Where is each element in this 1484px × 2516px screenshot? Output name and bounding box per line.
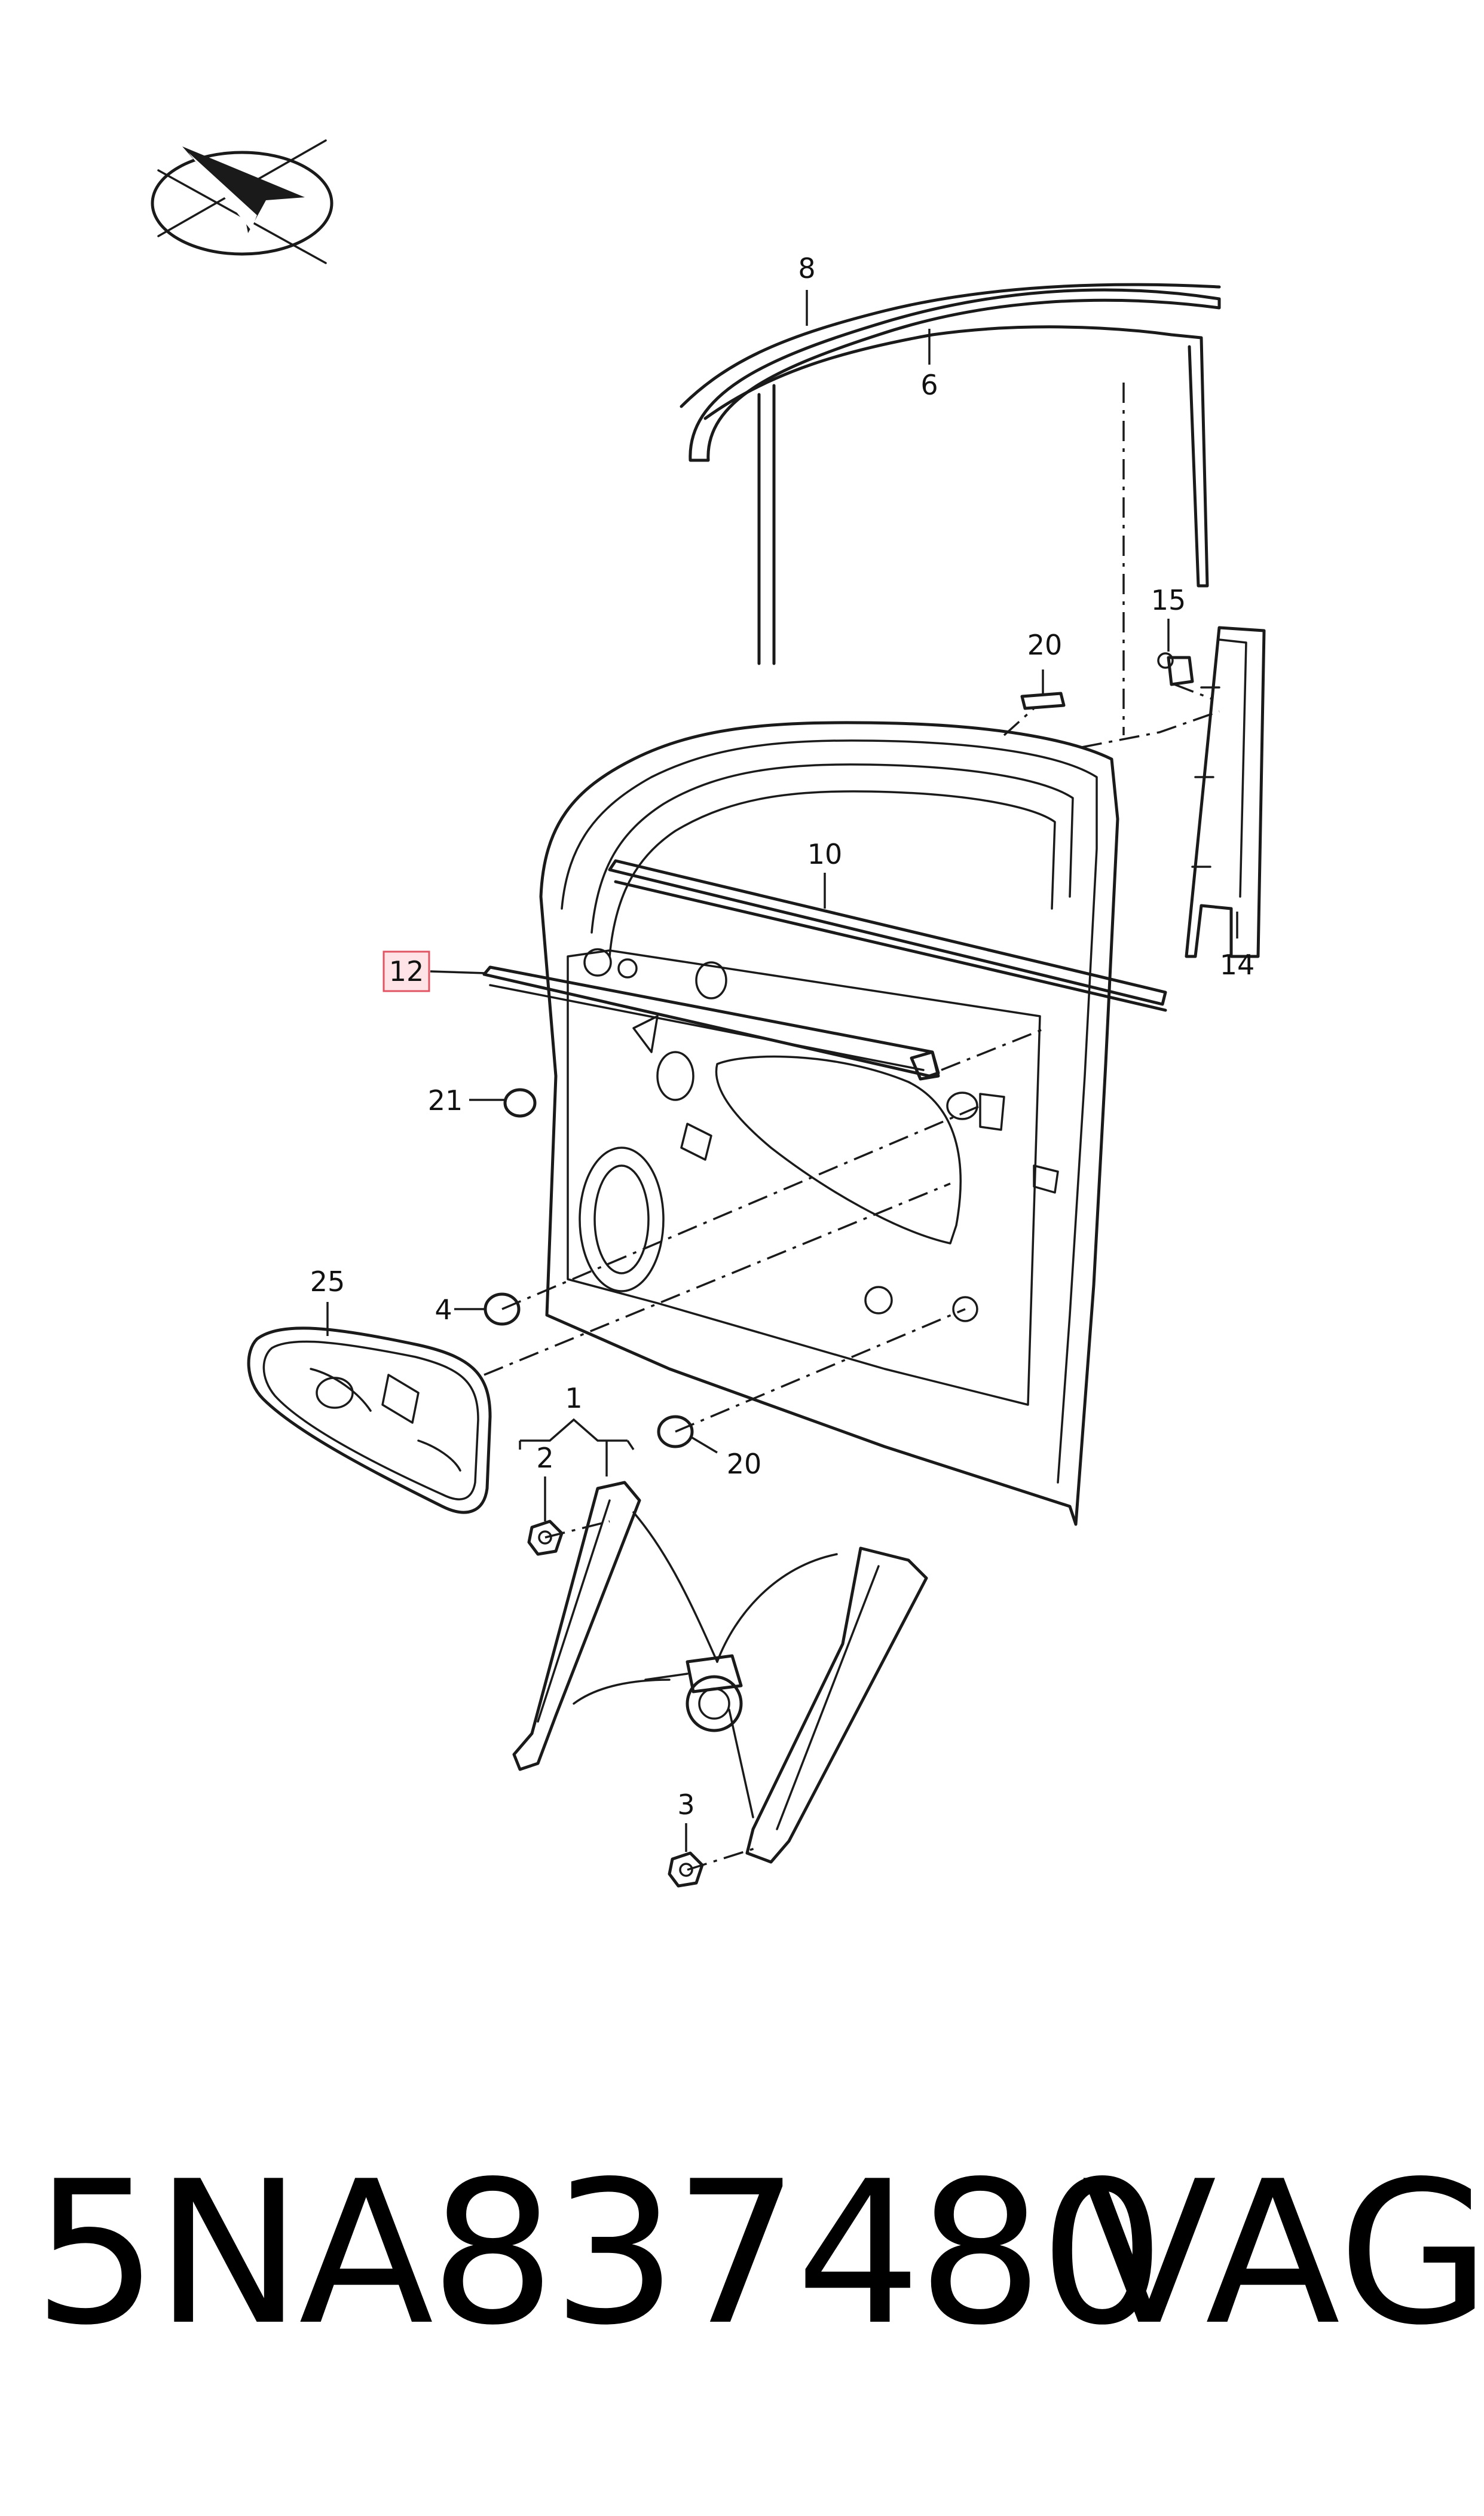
rear-guide-rail xyxy=(1185,626,1266,958)
callout-1: 1 xyxy=(565,1382,582,1414)
window-frame-trim xyxy=(680,283,1221,665)
callout-6: 6 xyxy=(920,369,938,401)
assembly-lines xyxy=(484,383,1220,1871)
callout-labels: 8 6 15 20 10 12 14 21 25 4 1 20 2 3 xyxy=(310,252,1255,1821)
callout-15: 15 xyxy=(1151,584,1186,616)
callout-12: 12 xyxy=(389,955,424,988)
callout-14: 14 xyxy=(1220,949,1255,981)
exploded-parts-diagram: 8 6 15 20 10 12 14 21 25 4 1 20 2 3 xyxy=(151,139,1266,1888)
callout-3: 3 xyxy=(677,1789,694,1821)
leader-lines xyxy=(326,290,1238,1852)
callout-21: 21 xyxy=(428,1084,463,1117)
callout-8: 8 xyxy=(798,252,815,285)
part-number: 5NA837480 xyxy=(33,2139,1165,2368)
callout-20-lower: 20 xyxy=(727,1448,762,1480)
callout-2: 2 xyxy=(536,1442,553,1474)
highlight-box xyxy=(383,950,430,992)
callout-4: 4 xyxy=(435,1294,452,1326)
small-parts xyxy=(484,652,1194,1888)
inner-cover-panel xyxy=(247,1326,492,1514)
callout-10: 10 xyxy=(807,838,843,870)
brand-name: VAG xyxy=(1082,2139,1484,2368)
door-shell xyxy=(539,721,1119,1526)
window-regulator xyxy=(512,1481,928,1864)
callout-20-upper: 20 xyxy=(1027,629,1063,661)
callout-25: 25 xyxy=(310,1265,345,1298)
window-seal-strips xyxy=(482,859,1167,1081)
footer: 5NA837480 VAG xyxy=(0,2128,1484,2379)
direction-arrow-logo-icon xyxy=(151,139,333,264)
